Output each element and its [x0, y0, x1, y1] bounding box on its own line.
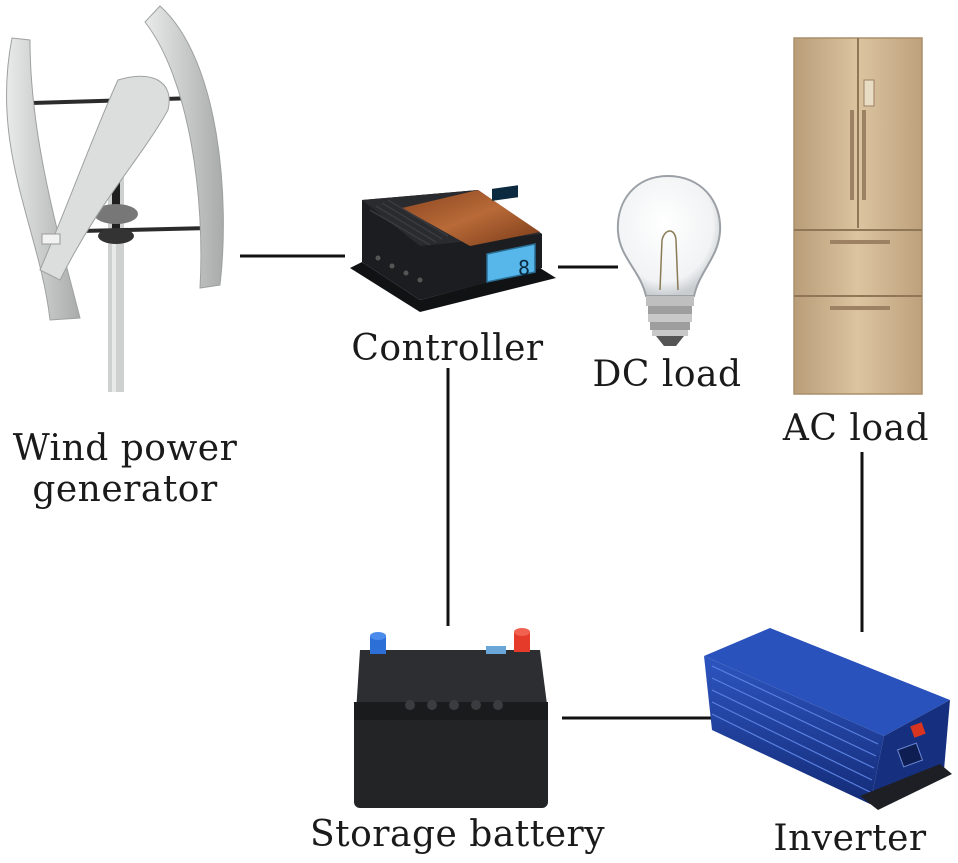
dc-load-label: DC load — [592, 354, 742, 395]
controller-label: Controller — [351, 328, 544, 369]
wind-turbine-image — [5, 5, 224, 392]
inverter-label: Inverter — [773, 818, 927, 859]
ac-load-label: AC load — [782, 408, 930, 449]
controller-display-digit: 8 — [518, 256, 530, 280]
refrigerator-image — [793, 37, 923, 395]
light-bulb-image — [616, 174, 722, 346]
battery-image — [354, 628, 548, 808]
wind-power-generator-label: Wind power generator — [12, 428, 238, 511]
storage-battery-label: Storage battery — [310, 814, 606, 855]
inverter-image — [704, 628, 952, 810]
controller-image: 8 — [350, 185, 556, 312]
connection-lines — [240, 254, 864, 720]
